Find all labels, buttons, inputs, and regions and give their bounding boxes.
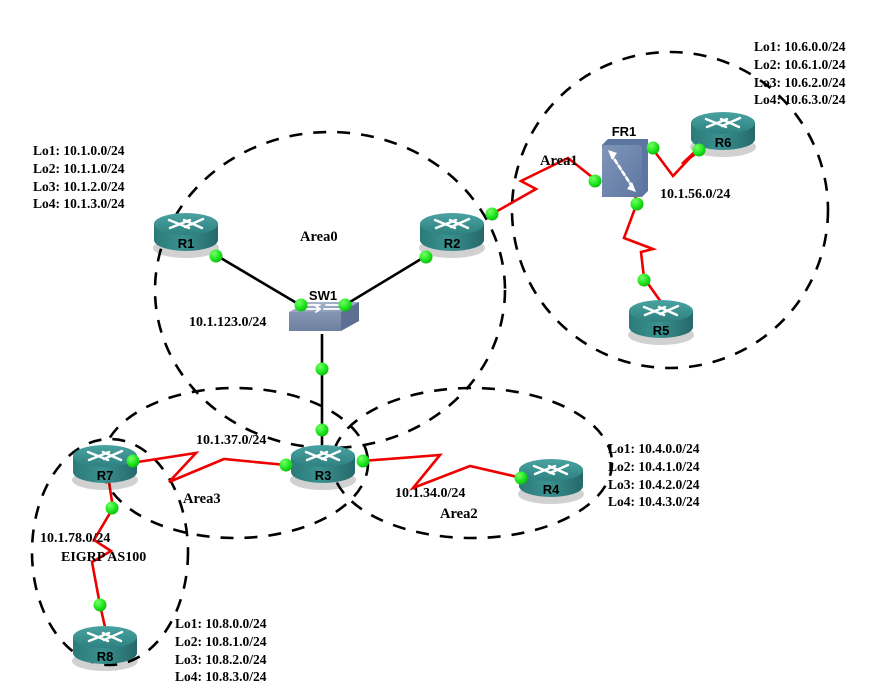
device-R6[interactable] bbox=[690, 112, 756, 157]
loopback-line: Lo4: 10.6.3.0/24 bbox=[754, 92, 846, 108]
ethernet-links bbox=[213, 252, 427, 446]
router-top-R6 bbox=[691, 112, 755, 134]
network-label-10-1-34: 10.1.34.0/24 bbox=[395, 486, 466, 501]
interface-dot-r5-s0[interactable] bbox=[637, 273, 651, 287]
interface-dot-r7-s1[interactable] bbox=[105, 501, 119, 515]
router-top-R5 bbox=[629, 300, 693, 322]
device-label-R2: R2 bbox=[443, 236, 461, 251]
device-label-R1: R1 bbox=[177, 236, 195, 251]
loopback-line: Lo4: 10.4.3.0/24 bbox=[608, 494, 700, 510]
switch-front-SW1 bbox=[289, 312, 341, 331]
router-arrows-icon-R8 bbox=[86, 630, 124, 643]
link-r1-sw1 bbox=[213, 252, 301, 307]
router-arrows-icon-R3 bbox=[304, 449, 342, 462]
device-label-SW1: SW1 bbox=[308, 288, 338, 303]
loopback-line: Lo2: 10.6.1.0/24 bbox=[754, 56, 846, 72]
serial-links bbox=[90, 137, 716, 628]
device-R4[interactable] bbox=[518, 459, 584, 504]
area-boundary-area1 bbox=[510, 50, 830, 370]
network-label-10-1-78: 10.1.78.0/24 bbox=[40, 531, 111, 546]
link-r2-sw1 bbox=[344, 254, 427, 307]
device-R3[interactable] bbox=[290, 445, 356, 490]
device-R8[interactable] bbox=[72, 626, 138, 671]
loopback-line: Lo1: 10.6.0.0/24 bbox=[754, 39, 846, 54]
loopback-line: Lo3: 10.8.2.0/24 bbox=[175, 651, 267, 667]
switch-side-SW1 bbox=[341, 302, 359, 331]
device-R7[interactable] bbox=[72, 445, 138, 490]
interface-dots bbox=[93, 141, 706, 612]
area-label-area1: Area1 bbox=[540, 153, 578, 169]
interface-dot-r3-e0[interactable] bbox=[315, 423, 329, 437]
loopback-line: Lo1: 10.4.0.0/24 bbox=[608, 441, 700, 456]
device-label-FR1: FR1 bbox=[611, 124, 637, 139]
frame-relay-arrow-icon-FR1 bbox=[609, 152, 635, 190]
router-arrows-icon-R5 bbox=[642, 304, 680, 317]
interface-dot-sw1-p3[interactable] bbox=[315, 362, 329, 376]
interface-dot-r7-s0[interactable] bbox=[126, 454, 140, 468]
loopback-line: Lo2: 10.1.1.0/24 bbox=[33, 160, 125, 176]
network-label-10-1-123: 10.1.123.0/24 bbox=[189, 315, 267, 330]
device-FR1[interactable] bbox=[602, 139, 648, 197]
routing-protocol-label-eigrp: EIGRP AS100 bbox=[61, 550, 147, 565]
router-top-R3 bbox=[291, 445, 355, 467]
interface-dot-r1-e0[interactable] bbox=[209, 249, 223, 263]
interface-dot-fr1-n[interactable] bbox=[646, 141, 660, 155]
interface-dot-r4-s0[interactable] bbox=[514, 471, 528, 485]
device-label-R7: R7 bbox=[96, 468, 114, 483]
device-label-R6: R6 bbox=[714, 135, 732, 150]
loopback-line: Lo1: 10.1.0.0/24 bbox=[33, 143, 125, 158]
area-label-area0: Area0 bbox=[300, 229, 338, 245]
device-label-R3: R3 bbox=[314, 468, 332, 483]
loopback-line: Lo4: 10.8.3.0/24 bbox=[175, 669, 267, 685]
link-r7-r3 bbox=[130, 451, 287, 484]
device-label-R4: R4 bbox=[542, 482, 560, 497]
area-label-area3: Area3 bbox=[183, 491, 221, 507]
device-label-R5: R5 bbox=[652, 323, 670, 338]
frame-relay-arrowheads-FR1 bbox=[608, 150, 636, 192]
area-boundary-eigrp-as100 bbox=[30, 437, 190, 667]
router-top-R8 bbox=[73, 626, 137, 648]
loopback-line: Lo3: 10.6.2.0/24 bbox=[754, 74, 846, 90]
network-label-10-1-56: 10.1.56.0/24 bbox=[660, 187, 731, 202]
router-top-R2 bbox=[420, 213, 484, 235]
device-R5[interactable] bbox=[628, 300, 694, 345]
device-R2[interactable] bbox=[419, 213, 485, 258]
interface-dot-r3-s1[interactable] bbox=[356, 454, 370, 468]
loopback-line: Lo1: 10.8.0.0/24 bbox=[175, 616, 267, 631]
interface-dot-fr1-s[interactable] bbox=[630, 197, 644, 211]
router-arrows-icon-R4 bbox=[532, 463, 570, 476]
router-arrows-icon-R2 bbox=[433, 217, 471, 230]
router-arrows-icon-R6 bbox=[704, 116, 742, 129]
interface-dot-sw1-p1[interactable] bbox=[294, 298, 308, 312]
loopback-line: Lo2: 10.4.1.0/24 bbox=[608, 458, 700, 474]
area-label-area2: Area2 bbox=[440, 506, 478, 522]
loopback-line: Lo4: 10.1.3.0/24 bbox=[33, 196, 125, 212]
loopback-block-r4: Lo1: 10.4.0.0/24 Lo2: 10.4.1.0/24 Lo3: 1… bbox=[608, 440, 700, 511]
router-top-R1 bbox=[154, 213, 218, 235]
loopback-line: Lo3: 10.4.2.0/24 bbox=[608, 476, 700, 492]
interface-dot-r3-s0[interactable] bbox=[279, 458, 293, 472]
interface-dot-r8-s0[interactable] bbox=[93, 598, 107, 612]
router-arrows-icon-R1 bbox=[167, 217, 205, 230]
interface-dot-fr1-w[interactable] bbox=[588, 174, 602, 188]
loopback-block-r8: Lo1: 10.8.0.0/24 Lo2: 10.8.1.0/24 Lo3: 1… bbox=[175, 615, 267, 686]
link-r3-r4 bbox=[361, 453, 523, 491]
loopback-line: Lo3: 10.1.2.0/24 bbox=[33, 178, 125, 194]
area-boundary-area0 bbox=[153, 130, 507, 450]
loopback-line: Lo2: 10.8.1.0/24 bbox=[175, 633, 267, 649]
device-label-R8: R8 bbox=[96, 649, 114, 664]
network-label-10-1-37: 10.1.37.0/24 bbox=[196, 433, 267, 448]
router-arrows-icon-R7 bbox=[86, 449, 124, 462]
loopback-block-r6: Lo1: 10.6.0.0/24 Lo2: 10.6.1.0/24 Lo3: 1… bbox=[754, 38, 846, 109]
loopback-block-r1: Lo1: 10.1.0.0/24 Lo2: 10.1.1.0/24 Lo3: 1… bbox=[33, 142, 125, 213]
interface-dot-sw1-p2[interactable] bbox=[338, 298, 352, 312]
interface-dot-r2-e0[interactable] bbox=[419, 250, 433, 264]
router-top-R4 bbox=[519, 459, 583, 481]
interface-dot-r2-s0[interactable] bbox=[485, 207, 499, 221]
device-R1[interactable] bbox=[153, 213, 219, 258]
interface-dot-r6-s0[interactable] bbox=[692, 143, 706, 157]
